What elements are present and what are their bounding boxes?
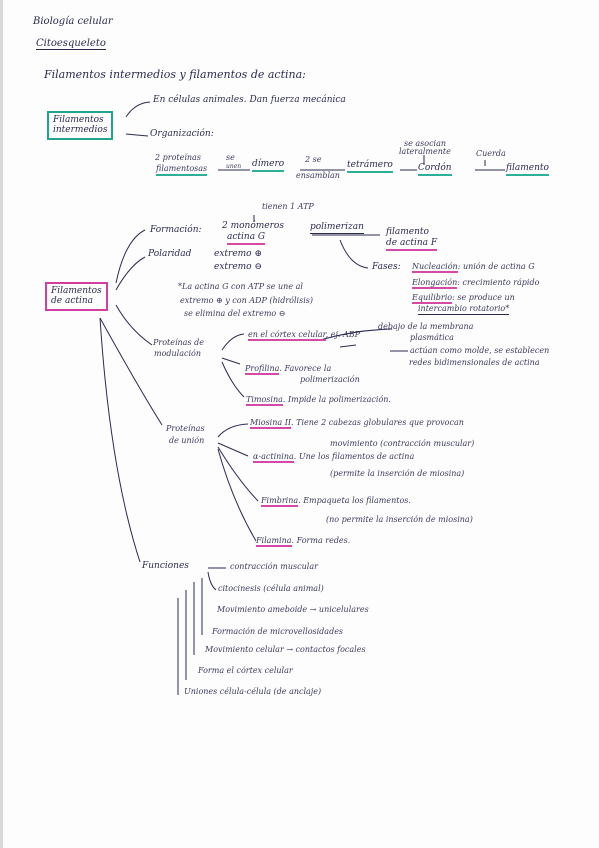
myosin-desc-2: movimiento (contracción muscular) [330,439,475,448]
actinin-line: α-actinina. Une los filamentos de actina [253,452,415,463]
fimbrin-desc-2: (no permite la inserción de miosina) [326,515,473,524]
equilibrium-desc: : se produce un [452,293,515,302]
profilin-desc-2: polimerización [300,375,360,384]
associate-step-2: lateralmente [399,147,451,156]
nucleation-term: Nucleación [412,262,458,273]
modulation-label-2: modulación [154,349,202,358]
cortex: en el córtex celular, ej. ABP [248,330,361,341]
elongation-desc: : crecimiento rápido [457,278,540,287]
profilin-line: Profilina. Favorece la [245,364,332,375]
tetramer: tetrámero [347,160,393,173]
thymosin-line: Timosina. Impide la polimerización. [246,395,391,406]
assemble-step: 2 se [305,155,322,164]
myosin-desc: . Tiene 2 cabezas globulares que provoca… [291,418,464,427]
filamin-line: Filamina. Forma redes. [256,536,351,547]
filament-f-2: de actina F [386,238,438,251]
mold-2: redes bidimensionales de actina [409,358,540,367]
myosin-term: Miosina II [250,418,292,429]
functions-label: Funciones [142,561,189,571]
function-item-2: citocinesis (célula animal) [218,584,324,593]
function-item-3: Movimiento ameboide → unicelulares [217,605,369,614]
fimbrin-line: Fimbrina. Empaqueta los filamentos. [261,496,411,507]
function-item-1: contracción muscular [230,562,318,571]
proteins-text: 2 proteínas [155,153,201,162]
phase-nucleation: Nucleación: unión de actina G [412,262,535,273]
actin-g: actina G [227,232,266,245]
actin-box-line-2: de actina [51,296,94,307]
course-title: Biología celular [33,16,113,27]
intermediate-location: En células animales. Dan fuerza mecánica [153,95,346,105]
profilin-desc: . Favorece la [279,364,332,373]
profilin-term: Profilina [245,364,280,375]
modulation-label-1: Proteínas de [153,338,204,347]
has-atp: tienen 1 ATP [262,202,314,211]
intermediate-box-line-2: intermedios [53,125,108,136]
phase-equilibrium-2: intercambio rotatorio* [418,304,510,315]
join-step-2: unen [226,163,242,170]
binding-label-2: de unión [169,436,205,445]
join-step: se [226,153,235,162]
function-item-5: Movimiento celular → contactos focales [205,645,366,654]
rope-step: Cuerda [476,149,506,158]
membrane-1: debajo de la membrana [378,322,474,331]
phase-equilibrium: Equilibrio: se produce un [412,293,515,304]
fimbrin-desc: . Empaqueta los filamentos. [298,496,411,505]
filament-f-1: filamento [386,227,429,237]
membrane-2: plasmática [410,333,454,342]
equilibrium-term: Equilibrio [412,293,453,304]
function-item-7: Uniones célula-célula (de anclaje) [184,687,322,696]
proteins-line-2: filamentosas [156,164,208,176]
section-subtitle: Filamentos intermedios y filamentos de a… [44,68,306,81]
cord: Cordón [418,163,452,176]
intermediate-box-line-1: Filamentos [53,115,104,125]
intermediate-filaments-box: Filamentos intermedios [47,111,114,140]
note-line-2: extremo ⊕ y con ADP (hidrólisis) [180,296,313,305]
organization-label: Organización: [150,129,214,139]
phase-elongation: Elongación: crecimiento rápido [412,278,540,289]
thymosin-desc: . Impide la polimerización. [282,395,391,404]
elongation-term: Elongación [412,278,458,289]
polymerize: polimerizan [310,222,364,234]
mold-1: actúan como molde, se establecen [410,346,550,355]
phases-label: Fases: [372,262,401,272]
note-line-1: *La actina G con ATP se une al [178,282,303,291]
proteins-line-1: 2 proteínas [155,153,201,163]
assemble-step-2: ensamblan [296,171,340,180]
filamin-term: Filamina [256,536,292,547]
actinin-term: α-actinina [253,452,294,463]
function-item-4: Formación de microvellosidades [212,627,344,636]
polarity-label: Polaridad [148,249,192,259]
monomers: 2 monómeros [222,221,284,231]
actinin-desc-2: (permite la inserción de miosina) [330,469,465,478]
associate-step: se asocian [404,139,447,148]
actinin-desc: . Une los filamentos de actina [293,452,415,461]
binding-label-1: Proteínas [166,424,205,433]
topic-title: Citoesqueleto [36,38,106,50]
cortex-example: , ej. ABP [325,330,361,339]
note-line-3: se elimina del extremo ⊖ [184,309,286,318]
actin-box-line-1: Filamentos [51,286,102,296]
formation-label: Formación: [150,225,202,235]
dimer: dímero [252,159,285,172]
polarity-minus: extremo ⊖ [214,262,263,272]
filament: filamento [506,163,549,176]
actin-filaments-box: Filamentos de actina [45,282,108,311]
polarity-plus: extremo ⊕ [214,249,263,259]
fimbrin-term: Fimbrina [261,496,299,507]
function-item-6: Forma el córtex celular [198,666,293,675]
myosin-line: Miosina II. Tiene 2 cabezas globulares q… [250,418,464,429]
thymosin-term: Timosina [246,395,283,406]
filamin-desc: . Forma redes. [291,536,351,545]
nucleation-desc: : unión de actina G [457,262,535,271]
cortex-term: en el córtex celular [248,330,326,341]
